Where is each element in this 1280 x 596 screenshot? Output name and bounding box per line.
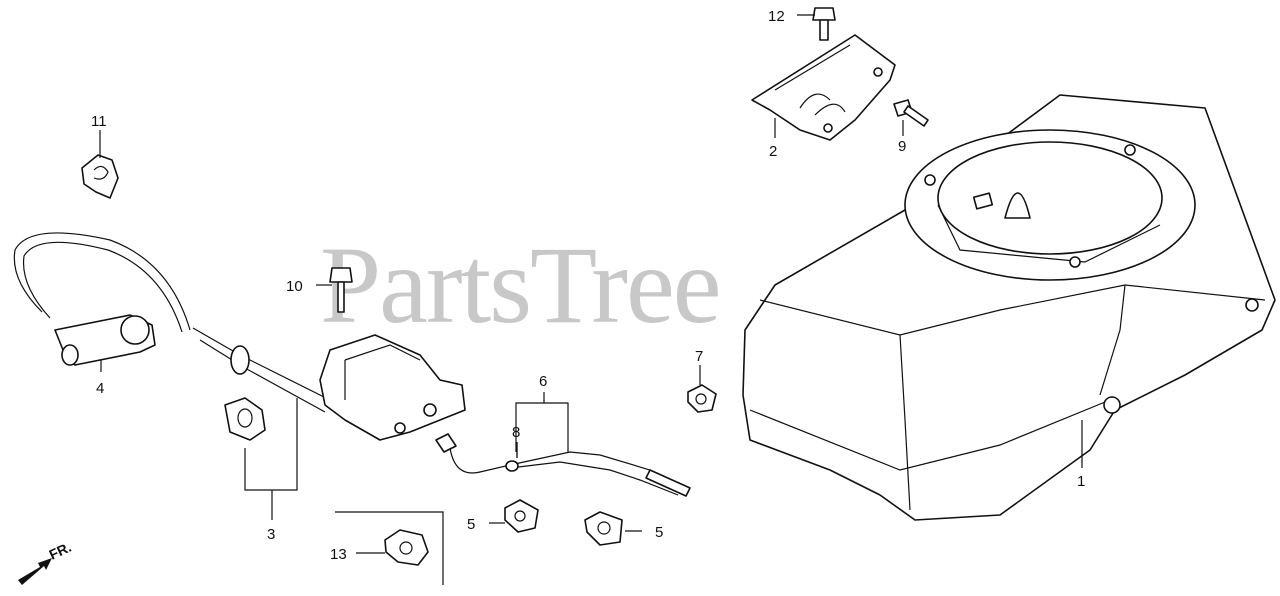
direction-label: FR. bbox=[47, 539, 74, 563]
callout-6: 6 bbox=[539, 373, 547, 390]
watermark: PartsTree bbox=[320, 224, 720, 346]
part-bolt-12[interactable] bbox=[812, 7, 836, 41]
leader-lines bbox=[99, 14, 1083, 585]
part-clip-7[interactable] bbox=[687, 384, 717, 413]
part-wire-harness[interactable] bbox=[435, 433, 691, 497]
callout-9: 9 bbox=[898, 138, 906, 155]
direction-arrow-icon bbox=[18, 558, 52, 585]
callout-4: 4 bbox=[96, 380, 104, 397]
callout-3: 3 bbox=[267, 526, 275, 543]
part-screw-9[interactable] bbox=[893, 99, 929, 127]
callout-5a: 5 bbox=[467, 516, 475, 533]
callout-2: 2 bbox=[769, 143, 777, 160]
part-clip-11[interactable] bbox=[81, 154, 119, 199]
callout-7: 7 bbox=[695, 348, 703, 365]
part-clip-5a[interactable] bbox=[504, 499, 539, 533]
part-ignition-coil[interactable] bbox=[192, 327, 466, 441]
callout-10: 10 bbox=[286, 278, 303, 295]
part-bolt-10[interactable] bbox=[329, 267, 353, 313]
callout-1: 1 bbox=[1077, 473, 1085, 490]
part-spark-plug-cap[interactable] bbox=[13, 232, 191, 366]
part-fan-shroud[interactable] bbox=[742, 94, 1276, 521]
callout-13: 13 bbox=[330, 546, 347, 563]
callout-11: 11 bbox=[91, 113, 107, 130]
callout-5b: 5 bbox=[655, 524, 663, 541]
part-clip-13[interactable] bbox=[384, 529, 429, 566]
part-bracket[interactable] bbox=[751, 34, 896, 141]
callout-12: 12 bbox=[768, 8, 785, 25]
part-grommet[interactable] bbox=[224, 397, 266, 441]
part-clip-5b[interactable] bbox=[584, 511, 623, 546]
callout-8: 8 bbox=[512, 424, 520, 441]
